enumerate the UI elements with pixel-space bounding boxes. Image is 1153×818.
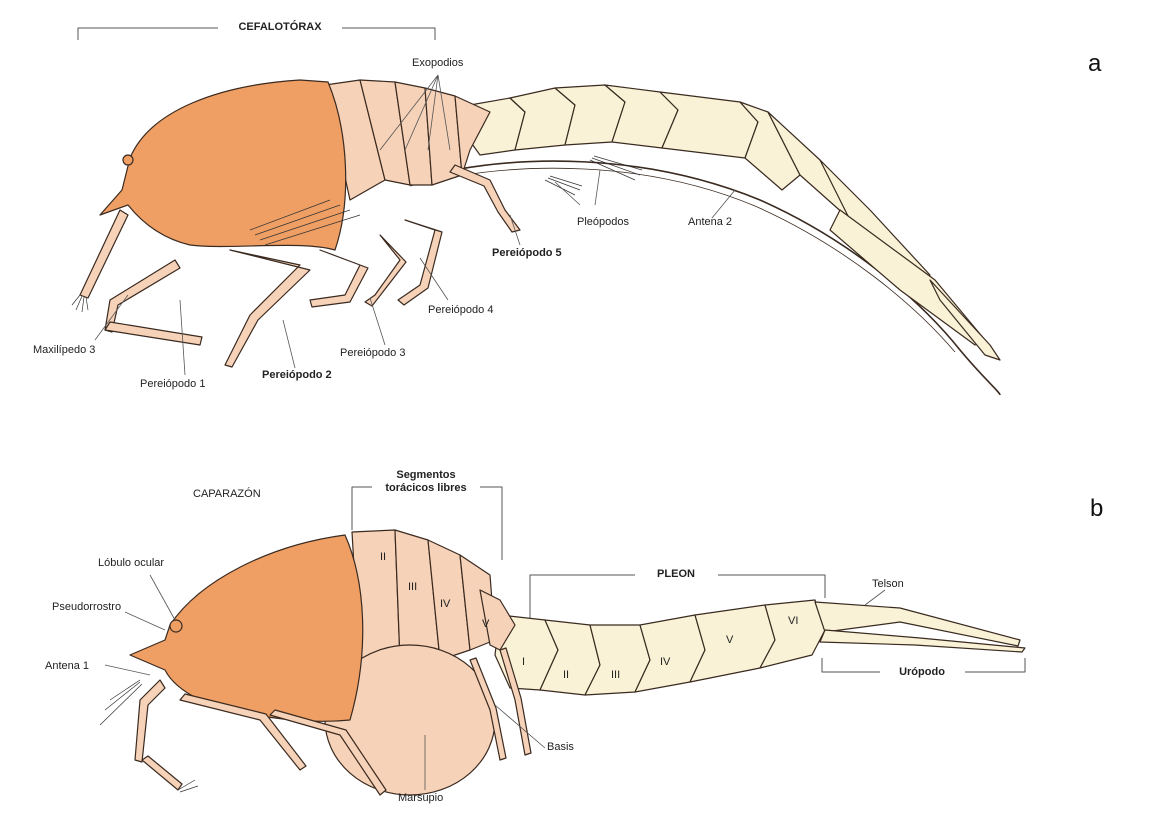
segmentos-label-line2: torácicos libres <box>385 482 466 495</box>
pleon-numeral-i: I <box>522 656 525 668</box>
caparazon-label: CAPARAZÓN <box>193 488 261 501</box>
pleon-numeral-iii: III <box>611 669 620 681</box>
telson-label: Telson <box>872 578 904 591</box>
pereiopodo-2-label: Pereiópodo 2 <box>262 369 332 382</box>
marsupio-label: Marsupio <box>398 792 443 805</box>
maxilipedo-3-label: Maxilípedo 3 <box>33 344 95 357</box>
pleon-numeral-vi: VI <box>788 615 798 627</box>
thoracic-numeral-iii: III <box>408 581 417 593</box>
segmentos-label-line1: Segmentos <box>396 469 455 482</box>
pereiopodo-3-label: Pereiópodo 3 <box>340 347 405 360</box>
exopodios-label: Exopodios <box>412 57 463 70</box>
pseudorrostro-label: Pseudorrostro <box>52 601 121 614</box>
pleopodos-label: Pleópodos <box>577 216 629 229</box>
figure-a-carapace <box>100 80 346 250</box>
pleon-numeral-v: V <box>726 634 734 646</box>
figure-a-thorax <box>325 80 490 200</box>
figure-b-carapace <box>130 535 363 721</box>
uropodo-label: Urópodo <box>899 666 945 679</box>
thoracic-numeral-iv: IV <box>440 598 451 610</box>
panel-label-b: b <box>1090 495 1103 523</box>
figure-b-pleon <box>495 600 1025 695</box>
cefalotorax-label: CEFALOTÓRAX <box>238 21 321 34</box>
pereiopodo-4-label: Pereiópodo 4 <box>428 304 493 317</box>
pleon-label: PLEON <box>657 568 695 581</box>
pereiopodo-1-label: Pereiópodo 1 <box>140 378 205 391</box>
pereiopodo-5-label: Pereiópodo 5 <box>492 247 562 260</box>
panel-label-a: a <box>1088 50 1101 78</box>
lobulo-ocular-label: Lóbulo ocular <box>98 557 164 570</box>
antena-1-label: Antena 1 <box>45 660 89 673</box>
pleon-numeral-ii: II <box>563 669 569 681</box>
thoracic-numeral-v: V <box>482 618 490 630</box>
antena-2-label: Antena 2 <box>688 216 732 229</box>
figure-a-drawing <box>72 28 1000 395</box>
basis-label: Basis <box>547 741 574 754</box>
pleon-numeral-iv: IV <box>660 656 671 668</box>
thoracic-numeral-ii: II <box>380 551 386 563</box>
